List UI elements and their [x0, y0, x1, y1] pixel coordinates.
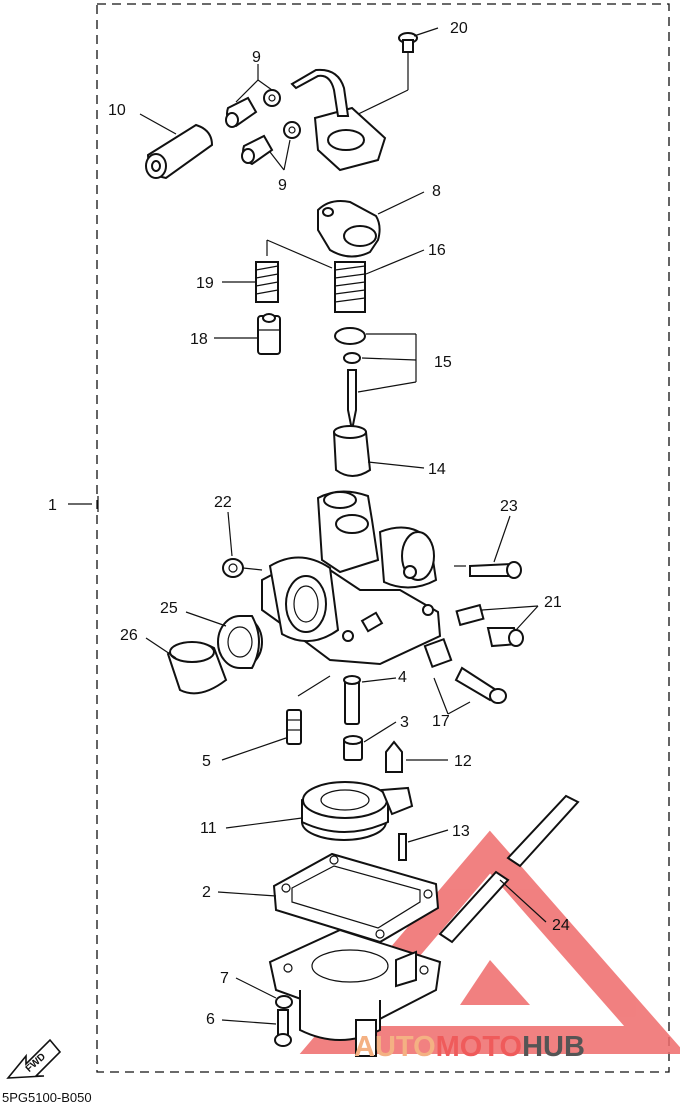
callout-22: 22 — [214, 494, 232, 511]
figure-code: 5PG5100-B050 — [2, 1090, 92, 1105]
callout-25: 25 — [160, 600, 178, 617]
part-9-adjuster-upper — [225, 89, 281, 128]
part-24-tube — [438, 794, 580, 944]
callout-16: 16 — [428, 242, 446, 259]
watermark-logo — [299, 830, 680, 1054]
float-bowl — [268, 928, 442, 1057]
part-13-pin — [398, 833, 407, 861]
watermark-part-auto: AUTO — [354, 1031, 436, 1063]
callout-19: 19 — [196, 275, 214, 292]
watermark-part-moto: MOTO — [436, 1031, 522, 1063]
callout-15: 15 — [434, 354, 452, 371]
callout-20: 20 — [450, 20, 468, 37]
part-3-jet — [343, 735, 363, 761]
callout-2: 2 — [202, 884, 211, 901]
part-25-ring — [217, 615, 263, 669]
callout-18: 18 — [190, 331, 208, 348]
callout-17: 17 — [432, 713, 450, 730]
part-19-spring — [255, 261, 279, 303]
part-20-screw — [349, 32, 418, 119]
callout-7: 7 — [220, 970, 229, 987]
assembly-boundary — [96, 3, 670, 1073]
part-23-screw — [469, 561, 522, 579]
part-2-gasket — [272, 852, 440, 944]
carburetor-body — [261, 490, 442, 666]
part-14-throttle-slide — [332, 425, 372, 477]
callout-9-lower: 9 — [278, 177, 287, 194]
callout-labels: 20 9 10 9 8 16 19 18 15 14 1 22 23 21 25… — [48, 20, 570, 1028]
callout-14: 14 — [428, 461, 446, 478]
callout-23: 23 — [500, 498, 518, 515]
callout-9-upper: 9 — [252, 49, 261, 66]
leader-lines — [68, 27, 547, 1025]
callout-6: 6 — [206, 1011, 215, 1028]
callout-13: 13 — [452, 823, 470, 840]
part-19-16-bracket — [266, 239, 333, 269]
part-17-spring-and-screw — [423, 637, 507, 704]
part-26-ring — [166, 641, 228, 695]
callout-26: 26 — [120, 627, 138, 644]
part-7-washer — [275, 995, 293, 1009]
part-8-plate — [317, 200, 381, 258]
callout-8: 8 — [432, 183, 441, 200]
callout-5: 5 — [202, 753, 211, 770]
part-6-screw — [274, 1009, 292, 1047]
callout-11: 11 — [200, 820, 217, 837]
part-10-cable-cap — [145, 123, 214, 180]
part-4-jet — [297, 675, 361, 725]
part-21-spring-and-screw — [455, 603, 524, 648]
part-22-nut — [222, 558, 263, 578]
callout-1: 1 — [48, 497, 57, 514]
part-9-adjuster-lower — [241, 121, 301, 166]
part-18-screw — [257, 313, 281, 355]
watermark-part-hub: HUB — [522, 1031, 585, 1063]
part-16-spring — [334, 261, 366, 313]
callout-24: 24 — [552, 917, 570, 934]
callout-3: 3 — [400, 714, 409, 731]
part-12-needle-valve — [385, 740, 403, 773]
part-5-jet — [286, 709, 302, 745]
part-11-float — [301, 781, 414, 841]
callout-21: 21 — [544, 594, 562, 611]
watermark-text: AUTOMOTOHUB — [354, 1031, 585, 1063]
part-15-clips-and-needle — [334, 327, 366, 431]
callout-10: 10 — [108, 102, 126, 119]
top-cover-with-nipple — [290, 68, 387, 172]
callout-12: 12 — [454, 753, 472, 770]
fwd-arrow-icon: FWD — [6, 1038, 62, 1079]
callout-4: 4 — [398, 669, 407, 686]
